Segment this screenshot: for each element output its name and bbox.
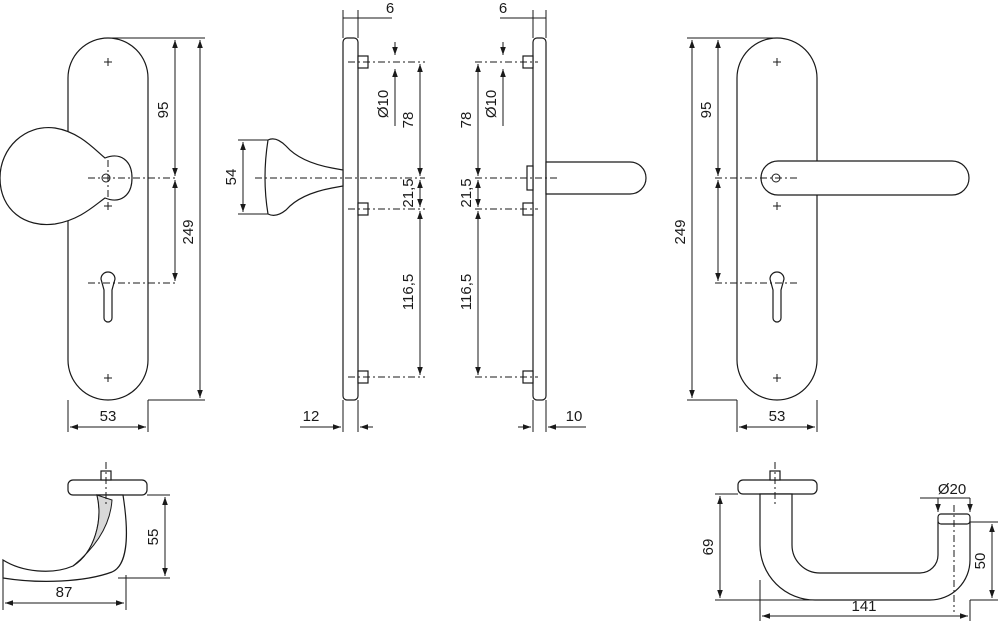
screw-mark [773, 58, 781, 66]
rosette-top-lever [737, 479, 818, 495]
dim-label-d10-a: Ø10 [375, 90, 392, 118]
dim-label-12: 12 [303, 408, 320, 425]
dim-label-d20: Ø20 [938, 481, 966, 498]
keyhole-right [769, 271, 785, 323]
side-view-knob: 54 6 Ø10 78 21,5 116,5 12 [223, 0, 425, 432]
dim-label-116-5-a: 116,5 [400, 274, 417, 310]
plate-side-b [532, 37, 547, 401]
screw-mark [773, 374, 781, 382]
lever-side-profile [545, 161, 647, 195]
escutcheon-plate-left [67, 37, 149, 401]
knob-side-profile [264, 138, 344, 216]
escutcheon-plate-right [736, 37, 818, 401]
dim-label-53-left: 53 [100, 408, 117, 425]
dim-label-54: 54 [223, 169, 240, 186]
dim-label-53-right: 53 [769, 408, 786, 425]
dim-label-249-left: 249 [180, 219, 197, 244]
dim-label-21-5-b: 21,5 [458, 178, 475, 207]
rosette-top-knob [67, 479, 148, 496]
top-view-lever: 69 50 Ø20 141 [700, 462, 998, 621]
knob-front [0, 127, 133, 226]
dim-label-55: 55 [145, 529, 162, 546]
dim-label-69: 69 [700, 539, 717, 556]
dim-label-6-b: 6 [499, 0, 507, 17]
dim-label-95-left: 95 [155, 102, 172, 119]
side-view-lever: 6 Ø10 78 21,5 116,5 10 [458, 0, 647, 432]
screw-mark [773, 202, 781, 210]
dim-label-6-a: 6 [386, 0, 394, 17]
lever-front [760, 160, 970, 196]
dim-label-116-5-b: 116,5 [458, 274, 475, 310]
front-view-lever: 95 249 53 [672, 37, 970, 432]
dim-label-10: 10 [566, 408, 583, 425]
lever-top-outline [759, 493, 971, 601]
dim-label-d10-b: Ø10 [483, 90, 500, 118]
dim-label-78-a: 78 [400, 112, 417, 129]
plate-side-a [342, 37, 359, 401]
dim-label-249-right: 249 [672, 219, 689, 244]
dim-label-78-b: 78 [458, 112, 475, 129]
dim-label-87: 87 [56, 584, 73, 601]
dim-label-95-right: 95 [698, 102, 715, 119]
dim-label-141: 141 [851, 598, 876, 615]
screw-mark [104, 58, 112, 66]
front-view-knob: 95 249 53 [0, 37, 205, 432]
keyhole-left [100, 271, 116, 323]
screw-mark [104, 202, 112, 210]
knob-top-shading [72, 494, 113, 567]
screw-mark [104, 374, 112, 382]
top-view-knob: 55 87 [2, 462, 170, 610]
dim-label-21-5-a: 21,5 [400, 178, 417, 207]
dim-label-50: 50 [972, 553, 989, 570]
